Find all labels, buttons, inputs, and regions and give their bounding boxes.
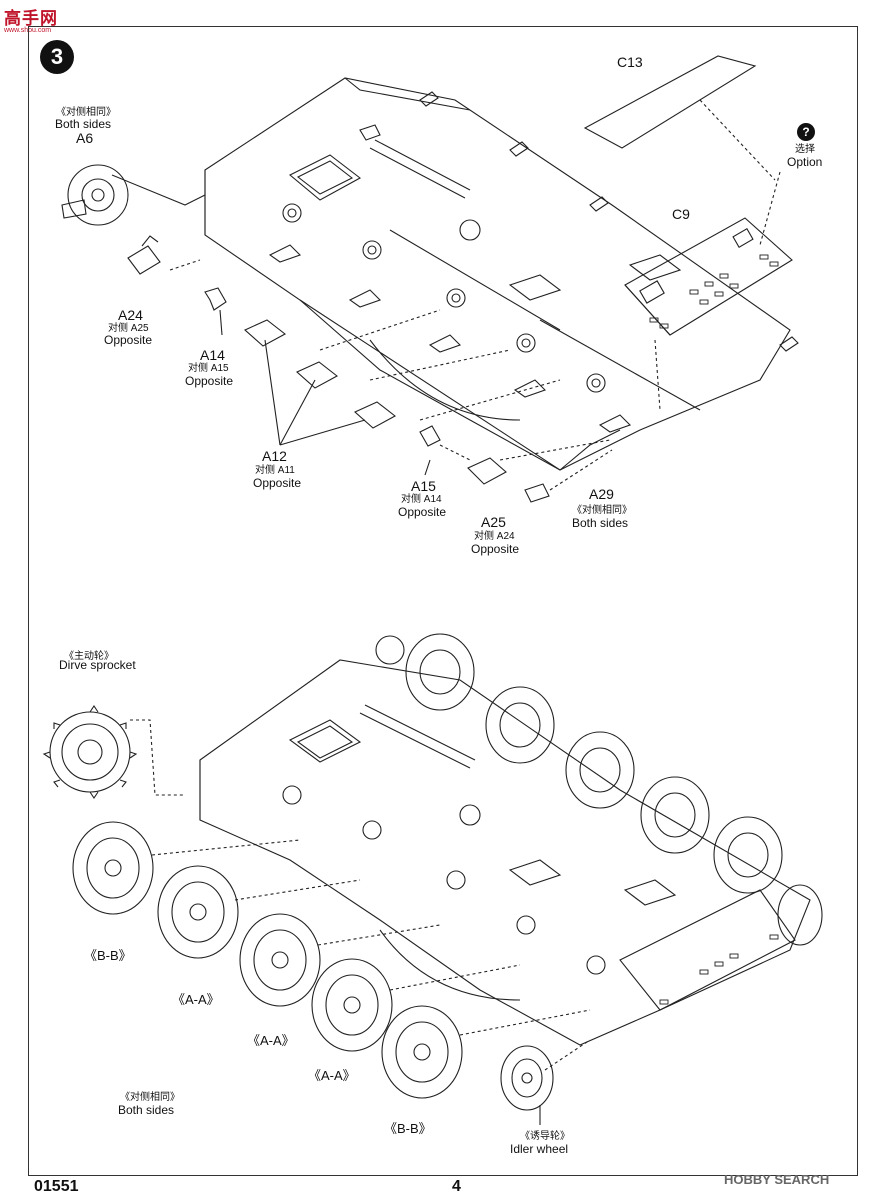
label-a24-en: Opposite <box>104 333 153 347</box>
label-wheel-4: 《A-A》 <box>308 1068 356 1083</box>
label-c13: C13 <box>617 54 643 70</box>
part-a25-drawing <box>467 457 507 485</box>
label-both-sides-cn: 《对侧相同》 <box>120 1092 180 1103</box>
label-a6-en: Both sides <box>55 117 112 131</box>
label-a24-cn: 对侧 A25 <box>108 323 149 334</box>
option-icon: ? <box>797 123 815 141</box>
label-idler-cn: 《诱导轮》 <box>520 1131 570 1142</box>
label-wheel-3: 《A-A》 <box>247 1033 295 1048</box>
label-both-sides-en: Both sides <box>118 1103 175 1117</box>
watermark: HOBBY SEARCH <box>724 1172 830 1187</box>
label-a12-en: Opposite <box>253 476 302 490</box>
label-sprocket-cn: 《主动轮》 <box>64 651 114 662</box>
label-sprocket-en: Dirve sprocket <box>59 658 136 672</box>
label-a6: A6 <box>76 130 94 146</box>
part-a6-drawing <box>61 164 129 226</box>
label-a29-cn: 《对侧相同》 <box>572 505 632 516</box>
lower-hull-body <box>199 659 811 1046</box>
label-a25-en: Opposite <box>471 542 520 556</box>
label-a29: A29 <box>589 486 614 502</box>
label-option-en: Option <box>787 155 823 169</box>
step-number-badge: 3 <box>40 40 74 74</box>
page-frame <box>28 26 858 1176</box>
label-a24: A24 <box>118 307 143 323</box>
label-a12: A12 <box>262 448 287 464</box>
label-wheel-2: 《A-A》 <box>172 992 220 1007</box>
label-option-cn: 选择 <box>795 144 815 155</box>
label-a15-cn: 对侧 A14 <box>401 494 442 505</box>
label-a15-en: Opposite <box>398 505 447 519</box>
label-a14: A14 <box>200 347 225 363</box>
part-a15-drawing <box>419 425 441 447</box>
part-c13-outline <box>583 55 757 149</box>
label-a14-en: Opposite <box>185 374 234 388</box>
label-a14-cn: 对侧 A15 <box>188 363 229 374</box>
label-c9: C9 <box>672 206 690 222</box>
far-side-wheel-drawings <box>375 633 823 946</box>
upper-hull-body <box>204 77 799 471</box>
label-wheel-5: 《B-B》 <box>384 1121 432 1136</box>
road-wheel-drawings <box>72 821 463 1099</box>
part-a12-drawings <box>244 319 397 429</box>
label-a15: A15 <box>411 478 436 494</box>
product-code: 01551 <box>34 1178 79 1195</box>
label-a29-en: Both sides <box>572 516 629 530</box>
part-a29-drawing <box>524 483 550 503</box>
label-wheel-1: 《B-B》 <box>84 948 132 963</box>
part-c9-outline <box>624 217 793 336</box>
part-a24-drawing <box>127 235 161 275</box>
label-a25: A25 <box>481 514 506 530</box>
label-a12-cn: 对侧 A11 <box>255 465 295 476</box>
idler-wheel-drawing <box>500 1045 554 1111</box>
site-logo: 高手网 www.shou.com <box>4 4 82 34</box>
label-a25-cn: 对侧 A24 <box>474 531 515 542</box>
part-a14-drawing <box>204 287 227 311</box>
page-number: 4 <box>452 1178 461 1195</box>
drive-sprocket-drawing <box>42 705 138 799</box>
label-a6-cn: 《对侧相同》 <box>56 107 116 118</box>
logo-url: www.shou.com <box>4 27 52 34</box>
logo-text: 高手网 <box>4 9 58 28</box>
label-idler-en: Idler wheel <box>510 1142 569 1156</box>
